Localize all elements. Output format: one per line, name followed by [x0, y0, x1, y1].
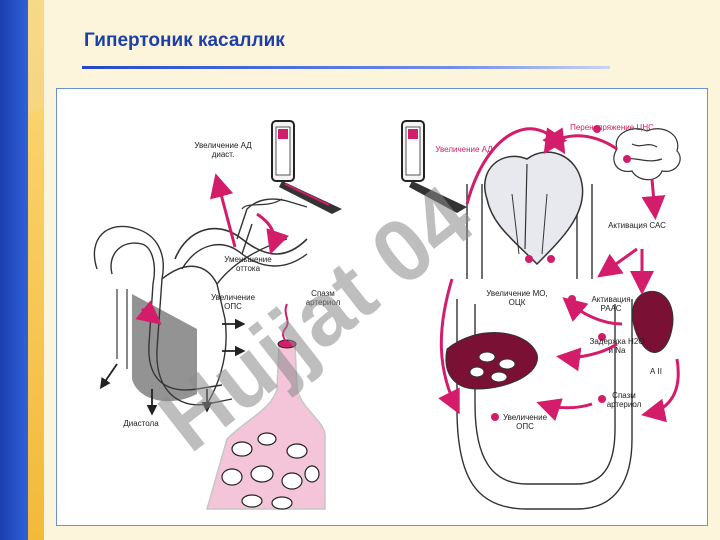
left-arteriole-bed: [206, 303, 326, 510]
left-accent-stripe-lower: [28, 110, 44, 540]
right-heart: [484, 151, 584, 266]
circulation-diagram: [93, 120, 681, 510]
label-arteriole-spasm-left: Спазм артериол: [305, 289, 341, 307]
label-a2: А II: [649, 367, 662, 376]
left-pressure-gauge: [241, 120, 342, 214]
label-cns-overload: Перенапряжение ЦНС: [570, 123, 654, 132]
label-arteriole-spasm-right: Спазм артериол: [606, 391, 642, 409]
label-decrease-outflow: Уменьшение оттока: [224, 255, 272, 273]
cns-brain: [613, 128, 681, 181]
label-increase-ops-right: Увеличение ОПС: [502, 413, 548, 431]
title-underline: [82, 66, 610, 69]
right-kidney: [632, 291, 674, 353]
right-pink-arrows: [438, 127, 680, 423]
label-diastole: Диастола: [123, 419, 159, 428]
label-retention: Задержка Н2О и Na: [589, 337, 645, 355]
label-increase-ad: Увеличение АД: [435, 145, 493, 154]
label-increase-mo: Увеличение МО, ОЦК: [486, 289, 548, 307]
right-pressure-gauge: [401, 120, 467, 213]
slide-title: Гипертоник касаллик: [84, 30, 285, 51]
right-circulation-diagram: [456, 184, 633, 510]
label-increase-ops-left: Увеличение ОПС: [210, 293, 256, 311]
left-heart-diagram: [93, 198, 308, 406]
label-sas-activation: Активация САС: [608, 221, 666, 230]
diagram-frame: Увеличение АД диаст. Уменьшение оттока У…: [56, 88, 708, 526]
label-increase-ad-diast: Увеличение АД диаст.: [194, 141, 252, 159]
right-pink-dots: [491, 125, 606, 421]
left-diastole-arrows: [99, 318, 246, 416]
label-raas-activation: Активация РААС: [591, 295, 631, 313]
right-liver: [445, 332, 538, 390]
left-pink-arrows: [135, 173, 290, 325]
